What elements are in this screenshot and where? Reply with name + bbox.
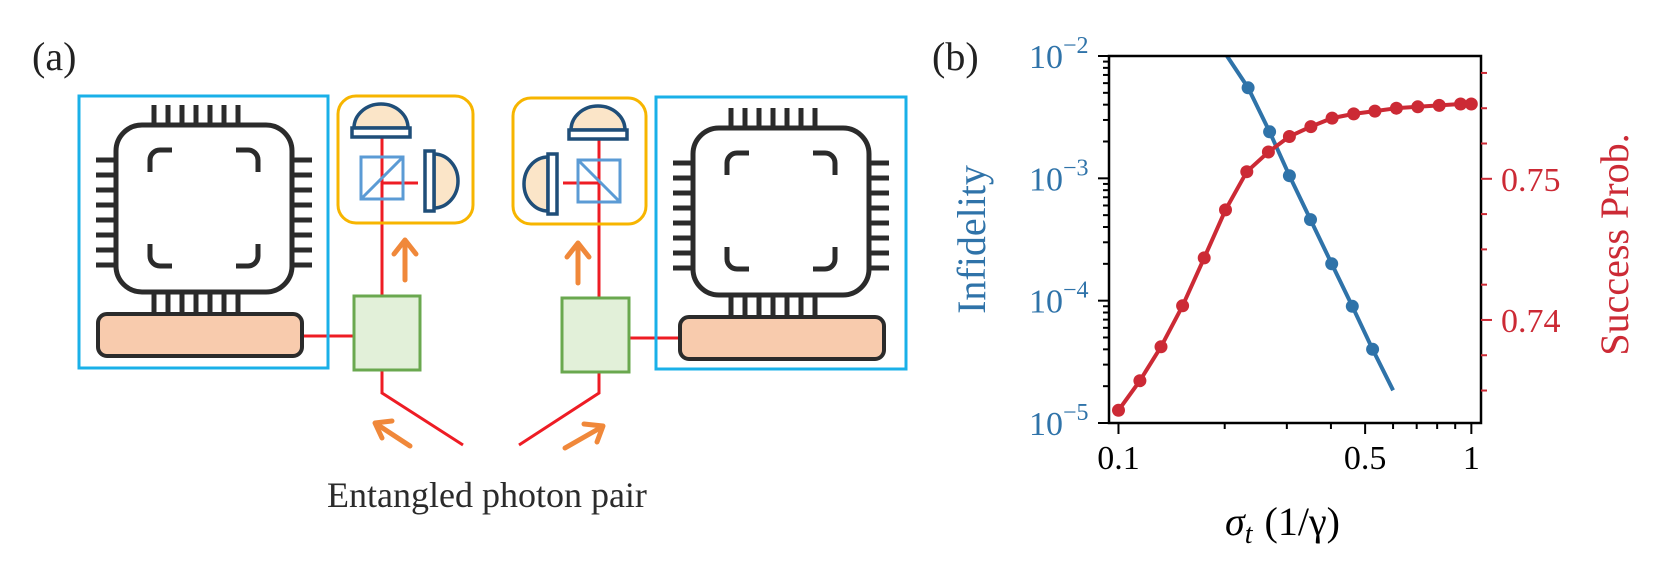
x-tick-label: 0.5 (1344, 440, 1387, 477)
y-left-tick-label: 10−2 (1029, 33, 1089, 76)
left-node-substrate (96, 312, 304, 358)
x-tick-label: 0.1 (1097, 440, 1140, 477)
success-prob-data-point (1219, 203, 1232, 217)
infidelity-data-point (1241, 81, 1255, 95)
right-up-arrow-icon (564, 240, 592, 286)
success-prob-data-point (1112, 403, 1125, 417)
infidelity-data-point (1366, 342, 1380, 356)
success-prob-data-point (1197, 251, 1211, 265)
right-node-substrate (678, 315, 886, 361)
y-left-tick-label: 10−4 (1029, 278, 1089, 321)
left-beam-splitter-icon (359, 155, 405, 201)
right-photon-path (518, 123, 601, 447)
left-side-detector-icon (423, 149, 460, 213)
success-prob-data-point (1154, 340, 1168, 354)
success-prob-data-point (1176, 299, 1190, 313)
left-photon-path (380, 123, 464, 447)
panel-a: (a) (32, 34, 908, 515)
success-prob-data-point (1325, 111, 1339, 125)
right-detection-frame (511, 96, 648, 226)
success-prob-data-point (1304, 120, 1318, 134)
success-prob-data-point (1411, 100, 1425, 114)
right-detection-module (511, 96, 648, 226)
success-prob-data-point (1261, 145, 1275, 159)
success-prob-data-point (1347, 107, 1361, 121)
success-prob-data-point (1454, 97, 1468, 111)
y-left-tick-label: 10−5 (1029, 400, 1089, 443)
right-frequency-converter (560, 296, 631, 374)
left-quantum-node (77, 94, 330, 370)
right-side-detector-icon (522, 152, 559, 216)
left-top-detector-icon (350, 102, 412, 139)
success-prob-data-point (1133, 374, 1147, 388)
panel-a-label: (a) (32, 34, 76, 79)
left-up-arrow-icon (391, 237, 419, 283)
y-right-axis-label: Success Prob. (1592, 133, 1637, 355)
success-prob-data-point (1240, 165, 1254, 179)
success-prob-data-point (1282, 130, 1296, 143)
success-prob-data-point (1432, 98, 1446, 112)
photon-pair-caption: Entangled photon pair (327, 475, 647, 515)
y-left-axis-label: Infidelity (949, 165, 994, 314)
y-right-tick-label: 0.75 (1501, 162, 1561, 199)
infidelity-data-point (1304, 213, 1317, 227)
right-chip-icon (673, 108, 889, 315)
y-left-tick-label: 10−3 (1029, 155, 1089, 198)
right-input-arrow-icon (562, 421, 606, 451)
infidelity-data-point (1345, 299, 1359, 313)
right-beam-splitter-icon (576, 158, 622, 204)
panel-b: (b) 0.1 0.5 1 σt(1/γ) 10−5 10−4 10−3 10−2Infide… (932, 33, 1637, 550)
y-right-tick-label: 0.74 (1501, 303, 1561, 340)
success-prob-data-point (1368, 104, 1382, 118)
right-quantum-node (654, 95, 908, 371)
panel-b-label: (b) (932, 34, 979, 79)
success-prob-series-line (1116, 102, 1472, 412)
x-tick-label: 1 (1463, 440, 1480, 477)
right-top-detector-icon (567, 104, 629, 141)
infidelity-data-point (1325, 257, 1339, 271)
success-prob-data-point (1464, 97, 1478, 111)
left-detection-frame (336, 94, 475, 225)
left-frequency-converter (352, 294, 422, 372)
infidelity-data-point (1263, 125, 1277, 139)
infidelity-success-chart: 0.1 0.5 1 σt(1/γ) 10−5 10−4 10−3 10−2Infidelity… (949, 33, 1637, 550)
entangled-photon-paths (300, 123, 684, 447)
plot-frame (1107, 54, 1483, 425)
x-axis-label: σt(1/γ) (1225, 499, 1340, 550)
left-input-arrow-icon (372, 418, 413, 449)
left-detection-module (336, 94, 475, 225)
infidelity-data-point (1282, 169, 1296, 183)
photon-arrows (372, 237, 606, 451)
left-chip-icon (96, 105, 312, 312)
success-prob-data-point (1389, 101, 1403, 115)
